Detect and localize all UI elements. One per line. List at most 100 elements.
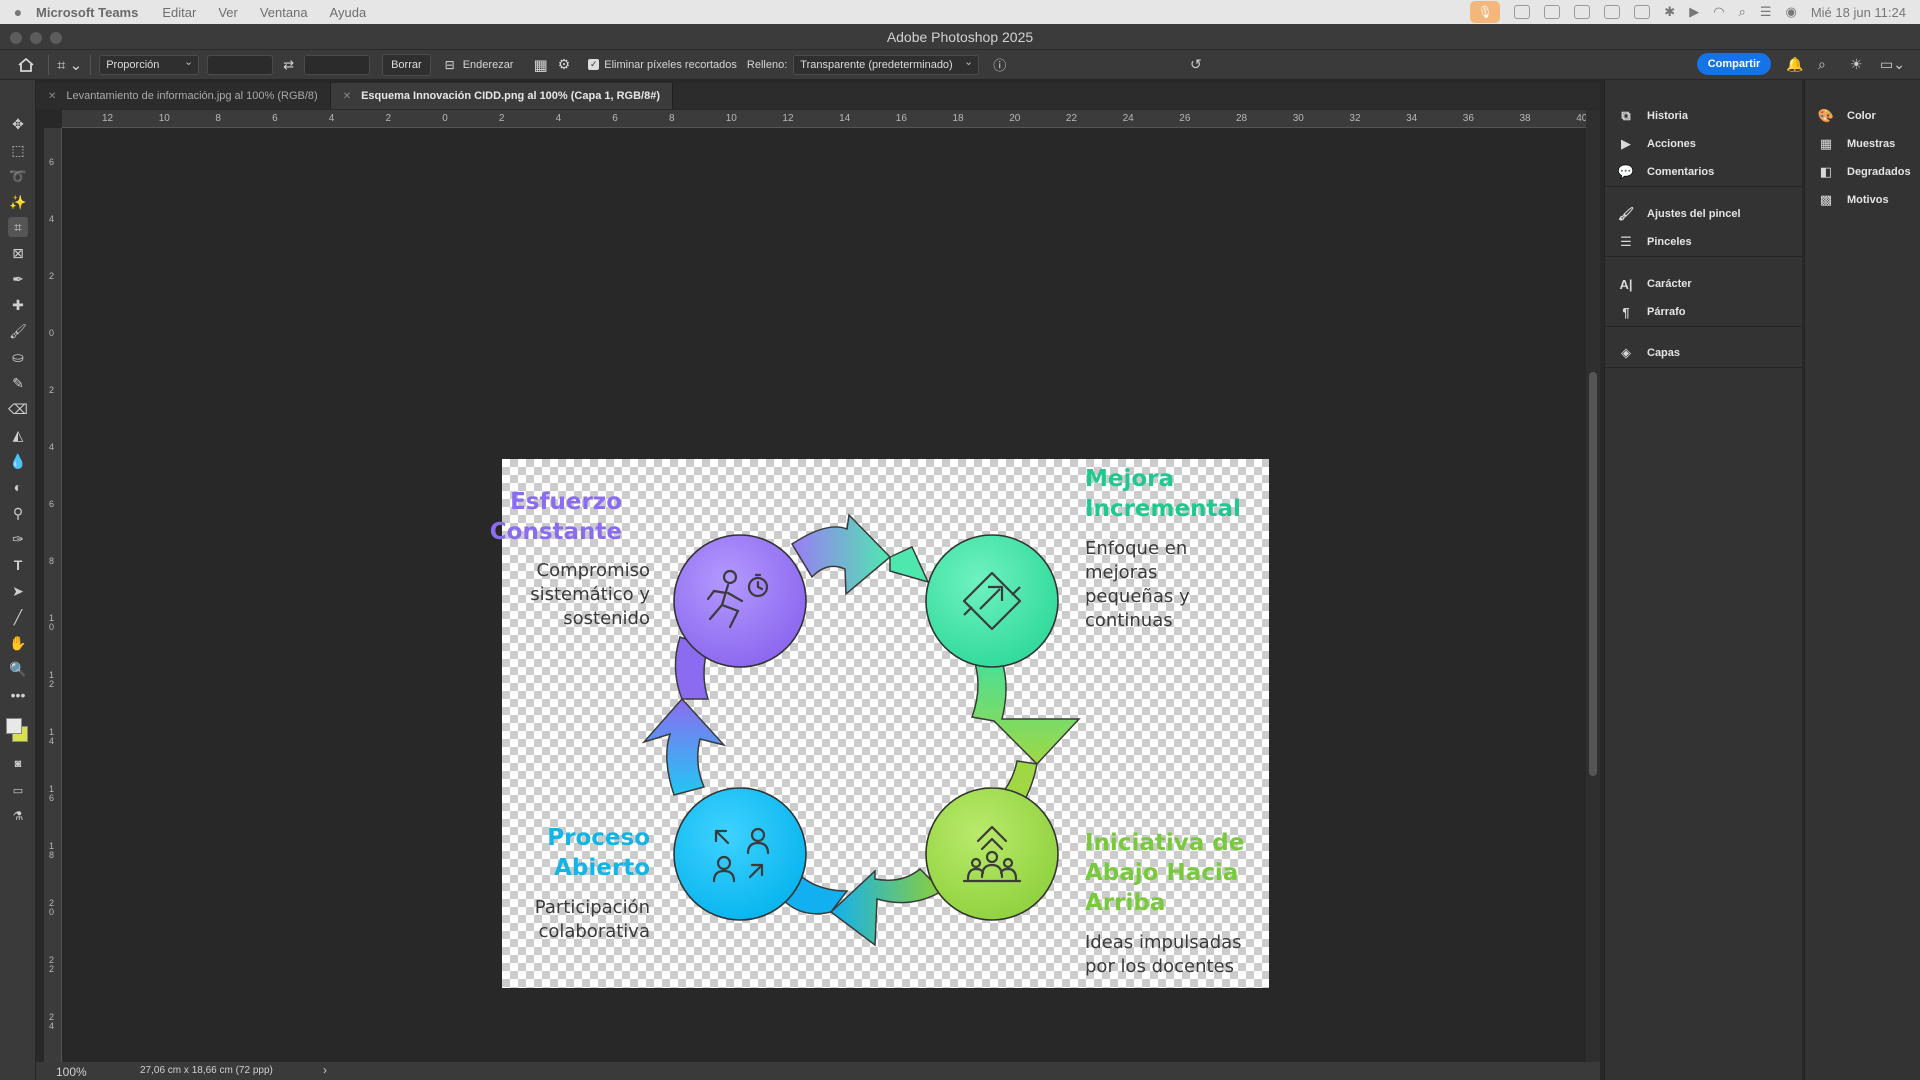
move-tool-icon[interactable]: ✥ bbox=[12, 115, 24, 132]
document-tabs: ✕ Levantamiento de información.jpg al 10… bbox=[36, 83, 1600, 109]
eraser-tool-icon[interactable]: ⌫ bbox=[8, 400, 28, 417]
menu-editar[interactable]: Editar bbox=[162, 4, 197, 20]
apple-icon[interactable]: ● bbox=[13, 4, 23, 20]
canvas-workspace[interactable]: Esfuerzo Constante Compromiso sistemátic… bbox=[62, 128, 1586, 1062]
panel-color[interactable]: 🎨Color bbox=[1817, 108, 1876, 123]
search-icon[interactable]: ⌕ bbox=[1818, 56, 1826, 72]
cycle-diagram bbox=[641, 513, 1081, 947]
reset-icon[interactable]: ↺ bbox=[1190, 56, 1202, 72]
close-window-button[interactable] bbox=[10, 32, 22, 44]
panel-acciones[interactable]: ▶Acciones bbox=[1605, 130, 1802, 158]
menu-ver[interactable]: Ver bbox=[218, 4, 238, 20]
tray-app-icon-5[interactable] bbox=[1634, 5, 1651, 19]
screen-mode-icon[interactable]: ▭ bbox=[12, 784, 24, 797]
notifications-bell-icon[interactable]: 🔔 bbox=[1786, 56, 1804, 72]
info-icon[interactable]: ⓘ bbox=[993, 58, 1007, 73]
discover-lightbulb-icon[interactable]: ☀ bbox=[1850, 56, 1863, 72]
people-growth-icon bbox=[962, 825, 1022, 883]
workspace-layout-icon[interactable]: ▭⌄ bbox=[1880, 56, 1905, 72]
panel-ajustes-pincel[interactable]: 🖌Ajustes del pincel bbox=[1617, 206, 1741, 221]
ratio-width-input[interactable] bbox=[207, 54, 274, 75]
delete-cropped-checkbox[interactable]: ✓ bbox=[588, 59, 600, 70]
menu-ventana[interactable]: Ventana bbox=[259, 4, 308, 20]
zoom-window-button[interactable] bbox=[50, 32, 62, 44]
status-menu-chevron-icon[interactable]: › bbox=[323, 1063, 327, 1077]
quick-mask-icon[interactable]: ◙ bbox=[14, 758, 22, 770]
panel-caracter[interactable]: A|Carácter bbox=[1605, 270, 1802, 298]
share-button[interactable]: Compartir bbox=[1697, 53, 1771, 75]
bluetooth-icon[interactable]: ✱ bbox=[1664, 4, 1676, 19]
ratio-select[interactable]: Proporción bbox=[99, 54, 200, 75]
tray-app-icon-1[interactable] bbox=[1514, 5, 1531, 19]
paint-bucket-tool-icon[interactable]: ◭ bbox=[12, 426, 24, 443]
crop-tool-icon[interactable]: ⌗ bbox=[8, 217, 28, 237]
healing-brush-tool-icon[interactable]: ✚ bbox=[12, 296, 24, 313]
panel-motivos[interactable]: ▩Motivos bbox=[1805, 186, 1920, 214]
crop-settings-gear-icon[interactable]: ⚙ bbox=[557, 56, 571, 72]
panel-degradados[interactable]: ◧Degradados bbox=[1805, 158, 1920, 186]
tab-document-2[interactable]: ✕ Esquema Innovación CIDD.png al 100% (C… bbox=[330, 83, 674, 109]
document-canvas[interactable]: Esfuerzo Constante Compromiso sistemátic… bbox=[490, 459, 1269, 988]
tray-app-icon-4[interactable] bbox=[1604, 5, 1621, 19]
pen-tool-icon[interactable]: ✑ bbox=[12, 530, 24, 547]
crop-tool-preset-icon[interactable]: ⌗ ⌄ bbox=[57, 56, 83, 74]
grid-overlay-icon[interactable]: ▦ bbox=[533, 56, 548, 74]
panel-comentarios[interactable]: 💬Comentarios bbox=[1617, 164, 1715, 179]
ruler-v-tick-label: 1 6 bbox=[49, 784, 55, 803]
siri-icon[interactable]: ◉ bbox=[1785, 4, 1797, 19]
magic-wand-tool-icon[interactable]: ✨ bbox=[9, 193, 27, 210]
more-tools-icon[interactable]: ••• bbox=[10, 687, 26, 703]
history-brush-tool-icon[interactable]: ✎ bbox=[12, 374, 24, 391]
wifi-icon[interactable]: ◠ bbox=[1713, 4, 1725, 19]
ratio-height-input[interactable] bbox=[304, 54, 371, 75]
zoom-level[interactable]: 100% bbox=[56, 1065, 87, 1079]
zoom-tool-icon[interactable]: 🔍 bbox=[9, 660, 27, 677]
panel-pinceles[interactable]: ☰Pinceles bbox=[1605, 228, 1802, 256]
vertical-scroll-thumb[interactable] bbox=[1589, 372, 1597, 776]
clear-button[interactable]: Borrar bbox=[382, 53, 431, 76]
fill-select[interactable]: Transparente (predeterminado) bbox=[793, 54, 980, 75]
stage-title-esfuerzo: Esfuerzo Constante bbox=[489, 489, 622, 545]
play-icon[interactable]: ▶ bbox=[1689, 4, 1700, 19]
panel-capas[interactable]: ◈Capas bbox=[1605, 339, 1802, 367]
menu-ayuda[interactable]: Ayuda bbox=[329, 4, 367, 20]
hand-tool-icon[interactable]: ✋ bbox=[9, 634, 27, 651]
panel-muestras[interactable]: ▦Muestras bbox=[1805, 130, 1920, 158]
dodge-tool-icon[interactable]: ◐ bbox=[13, 479, 23, 495]
control-center-icon[interactable]: ☰ bbox=[1759, 4, 1772, 19]
home-button[interactable] bbox=[12, 51, 40, 79]
foreground-color-swatch[interactable] bbox=[6, 718, 22, 734]
panel-historia[interactable]: ⧉Historia bbox=[1605, 102, 1802, 130]
panel-parrafo[interactable]: ¶Párrafo bbox=[1605, 298, 1802, 326]
blur-tool-icon[interactable]: 💧 bbox=[9, 452, 27, 469]
ruler-v-tick-label: 2 2 bbox=[49, 955, 55, 974]
microphone-icon[interactable]: 🎙 bbox=[1470, 1, 1501, 23]
stamp-tool-icon[interactable]: ⛀ bbox=[12, 348, 24, 365]
lasso-tool-icon[interactable]: ➰ bbox=[9, 167, 27, 184]
tray-app-icon-3[interactable] bbox=[1574, 5, 1591, 19]
dodge-burn-tool-icon[interactable]: ⚲ bbox=[12, 504, 24, 521]
menu-app-name[interactable]: Microsoft Teams bbox=[36, 4, 139, 20]
swap-icon[interactable]: ⇄ bbox=[283, 56, 295, 72]
marquee-tool-icon[interactable]: ⬚ bbox=[11, 141, 25, 158]
tab-document-1[interactable]: ✕ Levantamiento de información.jpg al 10… bbox=[36, 83, 331, 109]
eyedropper-tool-icon[interactable]: ✒ bbox=[12, 270, 24, 287]
minimize-window-button[interactable] bbox=[30, 32, 42, 44]
path-selection-tool-icon[interactable]: ➤ bbox=[12, 582, 24, 599]
line-tool-icon[interactable]: ╱ bbox=[13, 608, 23, 625]
straighten-icon[interactable]: ⊟ bbox=[444, 57, 455, 72]
vertical-scrollbar[interactable] bbox=[1586, 110, 1600, 1062]
frame-tool-icon[interactable]: ⊠ bbox=[12, 244, 24, 261]
close-tab-icon[interactable]: ✕ bbox=[342, 90, 352, 102]
close-tab-icon[interactable]: ✕ bbox=[48, 90, 57, 102]
clock-text[interactable]: Mié 18 jun 11:24 bbox=[1810, 4, 1906, 20]
stage-title-iniciativa: Iniciativa de Abajo Hacia Arriba bbox=[1085, 830, 1245, 916]
type-tool-icon[interactable]: T bbox=[13, 557, 23, 573]
tray-app-icon-2[interactable] bbox=[1544, 5, 1561, 19]
straighten-label[interactable]: Enderezar bbox=[462, 58, 514, 71]
brush-tool-icon[interactable]: 🖌 bbox=[9, 322, 27, 339]
document-size-info[interactable]: 27,06 cm x 18,66 cm (72 ppp) bbox=[140, 1065, 273, 1076]
actions-play-icon: ▶ bbox=[1621, 136, 1631, 151]
generative-icon[interactable]: ⚗ bbox=[12, 809, 24, 823]
search-icon[interactable]: ⌕ bbox=[1738, 4, 1746, 19]
